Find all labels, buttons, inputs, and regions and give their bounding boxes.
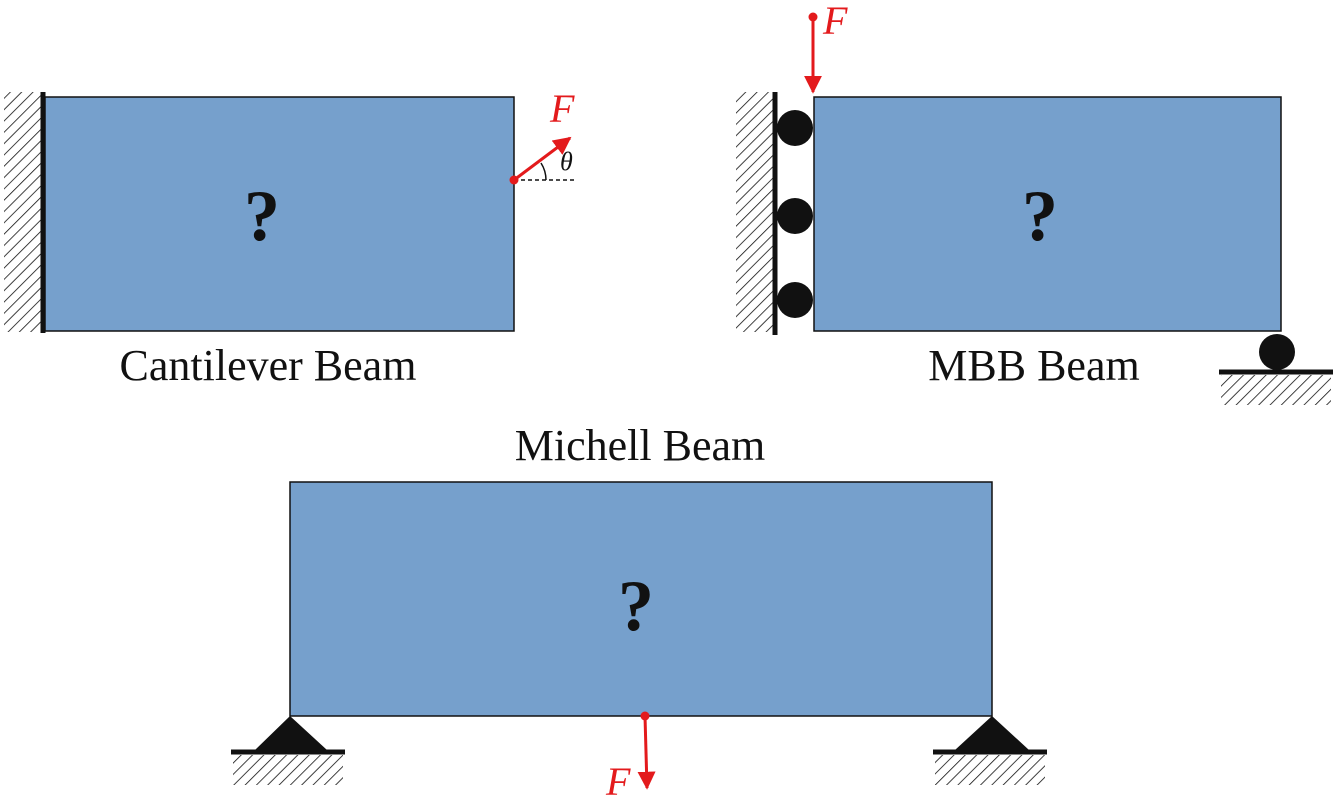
michell-beam-group: Michell Beam ? F [231, 421, 1047, 800]
mbb-beam-body [813, 96, 1282, 332]
mbb-beam-group: ? F MBB Beam [736, 0, 1333, 405]
michell-force-arrow [637, 715, 656, 790]
cantilever-angle-arc [540, 162, 547, 181]
michell-beam-body [289, 481, 993, 717]
mbb-force-origin [808, 12, 818, 22]
cantilever-unknown-mark: ? [244, 176, 280, 256]
michell-left-pin-support [255, 716, 327, 750]
mbb-wall-hatch [736, 92, 774, 332]
cantilever-force-arrow [513, 136, 572, 182]
michell-caption: Michell Beam [515, 421, 766, 470]
cantilever-load-point [509, 175, 519, 185]
cantilever-caption: Cantilever Beam [120, 341, 417, 390]
cantilever-beam-body [44, 96, 515, 332]
mbb-roller-bottom [777, 282, 813, 318]
mbb-roller-middle [777, 198, 813, 234]
michell-unknown-mark: ? [618, 566, 654, 646]
mbb-roller-support [1259, 334, 1295, 370]
michell-left-ground-hatch [233, 755, 343, 785]
michell-force-label: F [605, 759, 631, 800]
cantilever-angle-label: θ [560, 147, 573, 176]
cantilever-wall-hatch [4, 92, 42, 332]
mbb-roller-top [777, 110, 813, 146]
michell-right-pin-support [955, 716, 1029, 750]
michell-right-ground-hatch [935, 755, 1045, 785]
mbb-ground-hatch [1221, 375, 1331, 405]
cantilever-beam-group: ? F θ Cantilever Beam [4, 86, 576, 390]
mbb-unknown-mark: ? [1022, 176, 1058, 256]
mbb-force-label: F [822, 0, 848, 43]
cantilever-force-label: F [549, 86, 575, 131]
mbb-caption: MBB Beam [928, 341, 1139, 390]
